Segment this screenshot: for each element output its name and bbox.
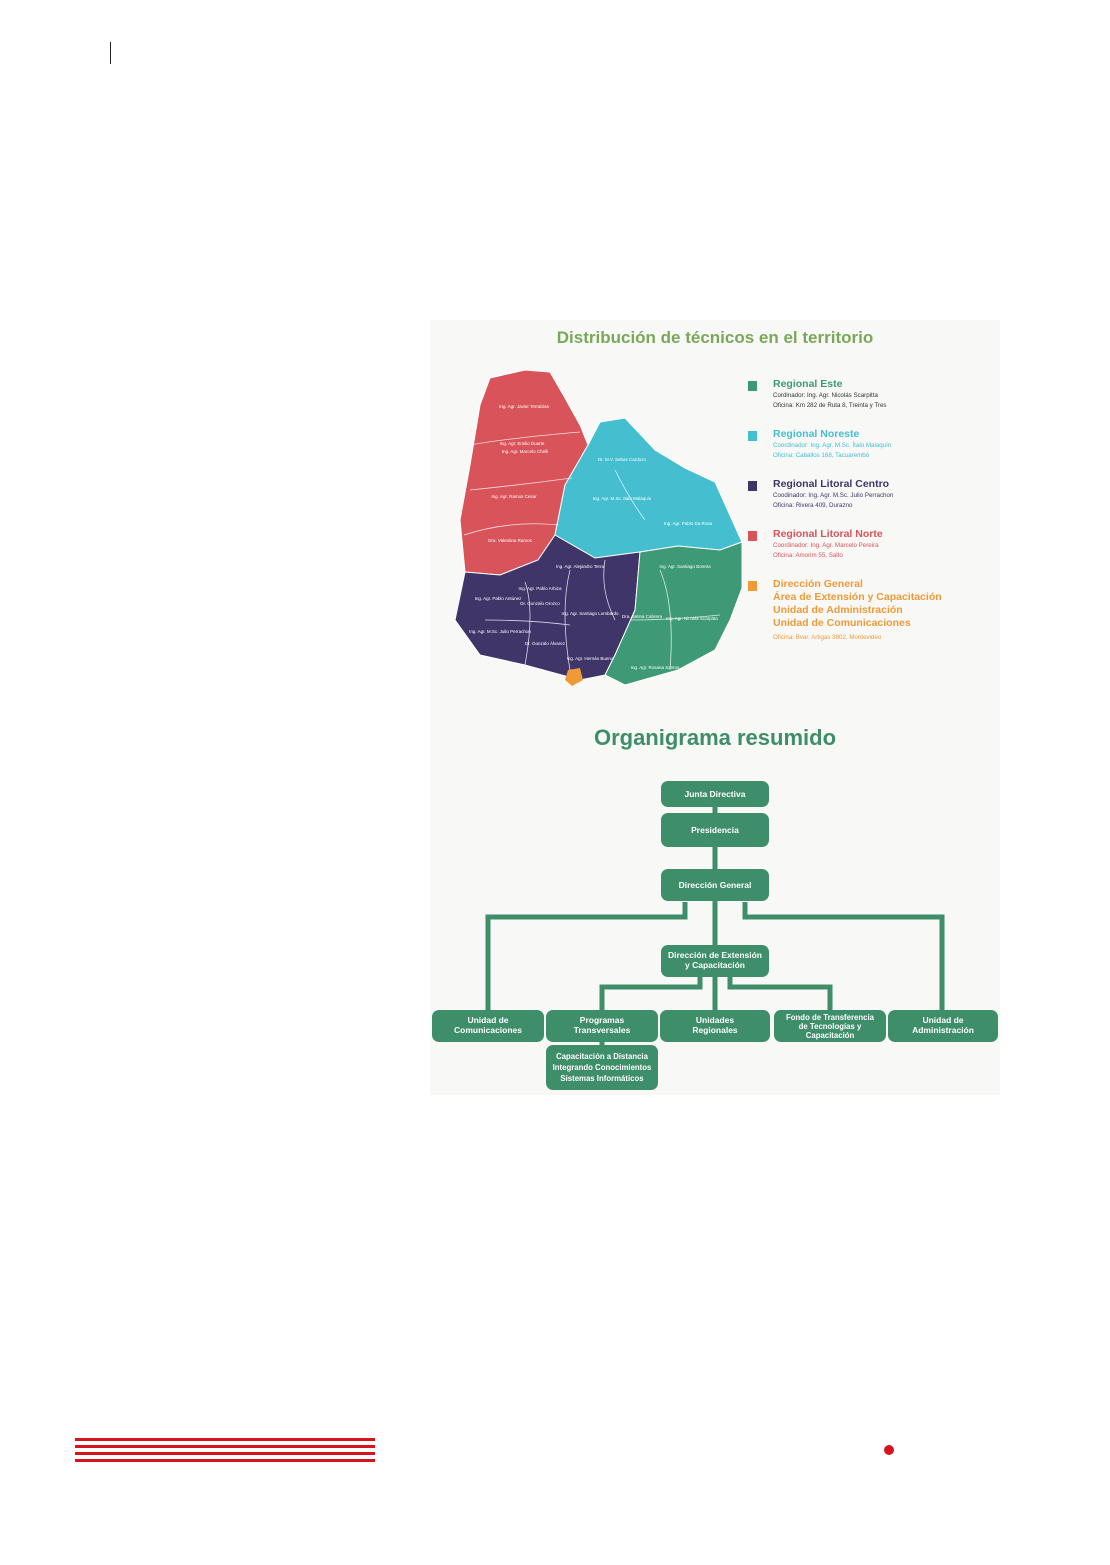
legend-line: Cordinador: Ing. Agr. Nicolás Scarpitta: [773, 392, 878, 399]
map-label: Ing. Agr. Santiago Boreira: [659, 564, 711, 569]
org-label: y Capacitación: [685, 960, 745, 970]
legend-item: Regional Noreste Coordinador: Ing. Agr. …: [748, 428, 998, 461]
legend-swatch: [748, 531, 757, 541]
legend-line: Coordinador: Ing. Agr. Marcelo Pereira: [773, 542, 879, 549]
org-labels: Junta Directiva Presidencia Dirección Ge…: [454, 789, 974, 1083]
map-label: Ing. Agr. Pablo Da Rosa: [664, 521, 713, 526]
legend-title: Dirección General: [773, 578, 863, 590]
legend-item: Regional Litoral Norte Coordinador: Ing.…: [748, 528, 998, 561]
org-node-unidades: [660, 1010, 770, 1042]
org-label: Programas: [580, 1015, 625, 1025]
map-title: Distribución de técnicos en el territori…: [556, 328, 874, 347]
legend-subtitle: Área de Extensión y Capacitación: [773, 591, 942, 603]
map-label: Dr. Gonzalo Orozco: [520, 601, 560, 606]
legend-line: Coodinador: Ing. Agr. M.Sc. Julio Perrac…: [773, 492, 894, 499]
org-label: Comunicaciones: [454, 1025, 522, 1035]
legend-item: Regional Litoral Centro Coodinador: Ing.…: [748, 478, 998, 511]
map-label: Dr. Gonzalo Álvarez: [525, 640, 566, 646]
department-borders: [463, 431, 721, 671]
org-label: Fondo de Transferencia: [786, 1013, 875, 1022]
org-label: Unidad de: [467, 1015, 508, 1025]
legend-title: Regional Litoral Norte: [773, 528, 883, 540]
org-label: Regionales: [692, 1025, 738, 1035]
legend-item: Regional Este Cordinador: Ing. Agr. Nico…: [748, 378, 998, 411]
legend-line: Oficina: Amorim 55, Salto: [773, 552, 843, 559]
map-label: Ing. Agr. Emilio Duarte: [500, 441, 545, 446]
map-label: Ing. Agr. Marcelo Chelli: [502, 449, 548, 454]
map-label: Ing. Agr. Pablo Arbiza: [518, 586, 562, 591]
region-este: [604, 541, 743, 686]
map-label: Ing. Agr. M.Sc. Italo Malaquin: [593, 496, 652, 501]
map-label: Dr. M.V. Sebas Cardozo: [598, 457, 647, 462]
legend-line: Oficina: Rivera 409, Durazno: [773, 502, 853, 509]
map-label: Ing. Agr. Nicolás Scarpitta: [666, 616, 718, 621]
figure-panel: Distribución de técnicos en el territori…: [430, 320, 1000, 1095]
region-direccion-general: [565, 668, 583, 686]
org-node-direccion-general: [661, 869, 769, 901]
legend-swatch: [748, 431, 757, 441]
legend-title: Regional Este: [773, 378, 843, 390]
legend-title: Regional Litoral Centro: [773, 478, 890, 490]
org-node-comunicaciones: [432, 1010, 544, 1042]
map-label: Ing. Agr. Alejandro Terra: [556, 564, 604, 569]
legend-swatch: [748, 381, 757, 391]
legend-line: Oficina: Km 282 de Ruta 8, Treinta y Tre…: [773, 402, 887, 409]
legend-title: Regional Noreste: [773, 428, 860, 440]
legend-swatch: [748, 481, 757, 491]
map-label: Ing. Agr. Santiago Lombardo: [561, 611, 619, 616]
map-label: Dra. Betina Cabrera: [622, 614, 663, 619]
org-label: Transversales: [574, 1025, 631, 1035]
org-node-direccion-extension: [661, 945, 769, 977]
legend-swatch: [748, 581, 757, 591]
org-node-presidencia: [661, 813, 769, 847]
org-title: Organigrama resumido: [593, 725, 837, 750]
org-label: Administración: [912, 1025, 974, 1035]
legend-line: Oficina: Bvar. Artigas 3802, Montevideo: [773, 634, 882, 641]
map-label: Ing. Agr. Rosana Santos: [631, 665, 680, 670]
footer-stripes: [75, 1438, 375, 1464]
org-node-administracion: [888, 1010, 998, 1042]
map-label: Dra. Valentina Ramos: [488, 538, 532, 543]
map-department-labels: Ing. Agr. Javier Terrabías Ing. Agr. Emi…: [469, 404, 718, 670]
org-connectors: [485, 805, 945, 1045]
org-label: Capacitación a Distancia: [556, 1052, 649, 1061]
legend-line: Oficina: Caballos 168, Tacuarembó: [773, 452, 870, 459]
org-label: Capacitación: [806, 1031, 855, 1040]
org-node-junta: [661, 781, 769, 807]
org-label: Integrando Conocimientos: [553, 1063, 652, 1072]
org-node-programas: [546, 1010, 658, 1042]
map-label: Ing. Agr. Ramos Cesar: [491, 494, 537, 499]
uruguay-regional-map: Ing. Agr. Javier Terrabías Ing. Agr. Emi…: [454, 369, 743, 686]
org-node-programas-sub: [546, 1045, 658, 1090]
legend-subtitle: Unidad de Administración: [773, 604, 903, 616]
org-label: Unidad de: [922, 1015, 963, 1025]
org-label: Junta Directiva: [685, 789, 746, 799]
map-label: Ing. Agr. Javier Terrabías: [499, 404, 549, 409]
legend-item: Dirección General Área de Extensión y Ca…: [748, 578, 998, 643]
org-chart: Junta Directiva Presidencia Dirección Ge…: [432, 781, 998, 1090]
org-label: Dirección de Extensión: [668, 950, 762, 960]
map-legend: Regional Este Cordinador: Ing. Agr. Nico…: [748, 378, 998, 660]
org-node-fondo: [774, 1010, 886, 1042]
org-label: Sistemas Informáticos: [560, 1074, 644, 1083]
org-label: Unidades: [696, 1015, 735, 1025]
org-label: Presidencia: [691, 825, 739, 835]
footer-dot: [884, 1445, 894, 1455]
page-edge-marker: [110, 42, 111, 64]
org-boxes: [432, 781, 998, 1090]
legend-subtitle: Unidad de Comunicaciones: [773, 617, 911, 629]
map-label: Ing. Agr. Pablo Antúnez: [475, 596, 523, 601]
map-label: Ing. Agr. M.Sc. Julio Perrachon: [469, 629, 531, 634]
legend-line: Coordinador: Ing. Agr. M.Sc. Ítalo Malaq…: [773, 442, 892, 449]
org-label: de Tecnologías y: [799, 1022, 862, 1031]
map-label: Ing. Agr. Hernán Bueno: [567, 656, 614, 661]
org-label: Dirección General: [679, 880, 752, 890]
